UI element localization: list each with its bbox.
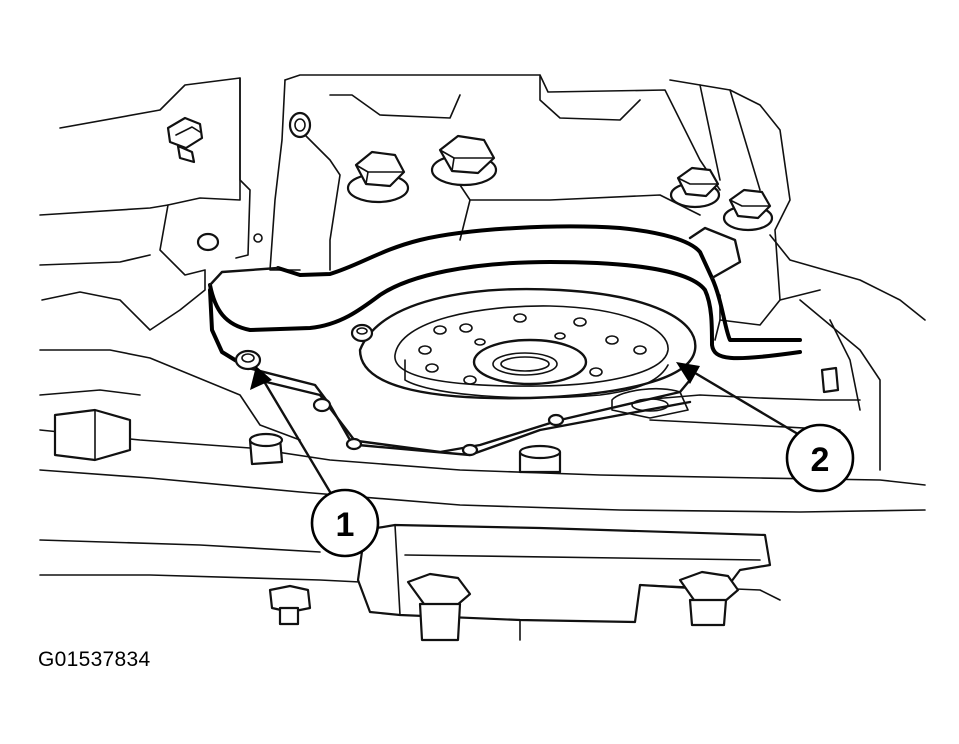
bolt-left-lower [248,432,284,466]
callout-2: 2 [785,423,855,493]
callout-2-label: 2 [811,441,830,479]
bolts [166,111,840,642]
bolt-bottom-left [268,584,312,626]
bolt-top-left [166,116,204,164]
bolt-left-mid [196,232,263,252]
bolt-hex-1 [346,150,410,204]
leader-lines [250,362,810,514]
bolt-shield-left [234,349,262,371]
bolt-cover-4 [547,413,565,427]
callout-1: 1 [310,488,380,558]
bolt-bottom-right [678,570,740,627]
arrow-head-1 [250,366,272,390]
bolt-cover-1 [312,397,332,413]
figure-reference-code: G01537834 [38,648,151,671]
bolt-center-lower [518,444,562,474]
bolt-right-lower [820,366,840,394]
bolt-upper-housing [288,111,312,139]
splash-shield [208,224,802,361]
bolt-cover-2 [345,437,363,451]
bolt-bottom-mid [406,572,472,642]
arrow-head-2 [676,362,700,384]
bolt-shield-mid [350,323,374,343]
flexplate-bolt-holes [418,313,647,385]
bolt-hex-3 [669,166,721,209]
bolt-hex-4 [722,188,774,232]
flexplate [358,287,697,400]
bolt-cover-3 [461,443,479,457]
bolt-hex-2 [430,134,498,187]
callout-1-label: 1 [336,506,355,544]
